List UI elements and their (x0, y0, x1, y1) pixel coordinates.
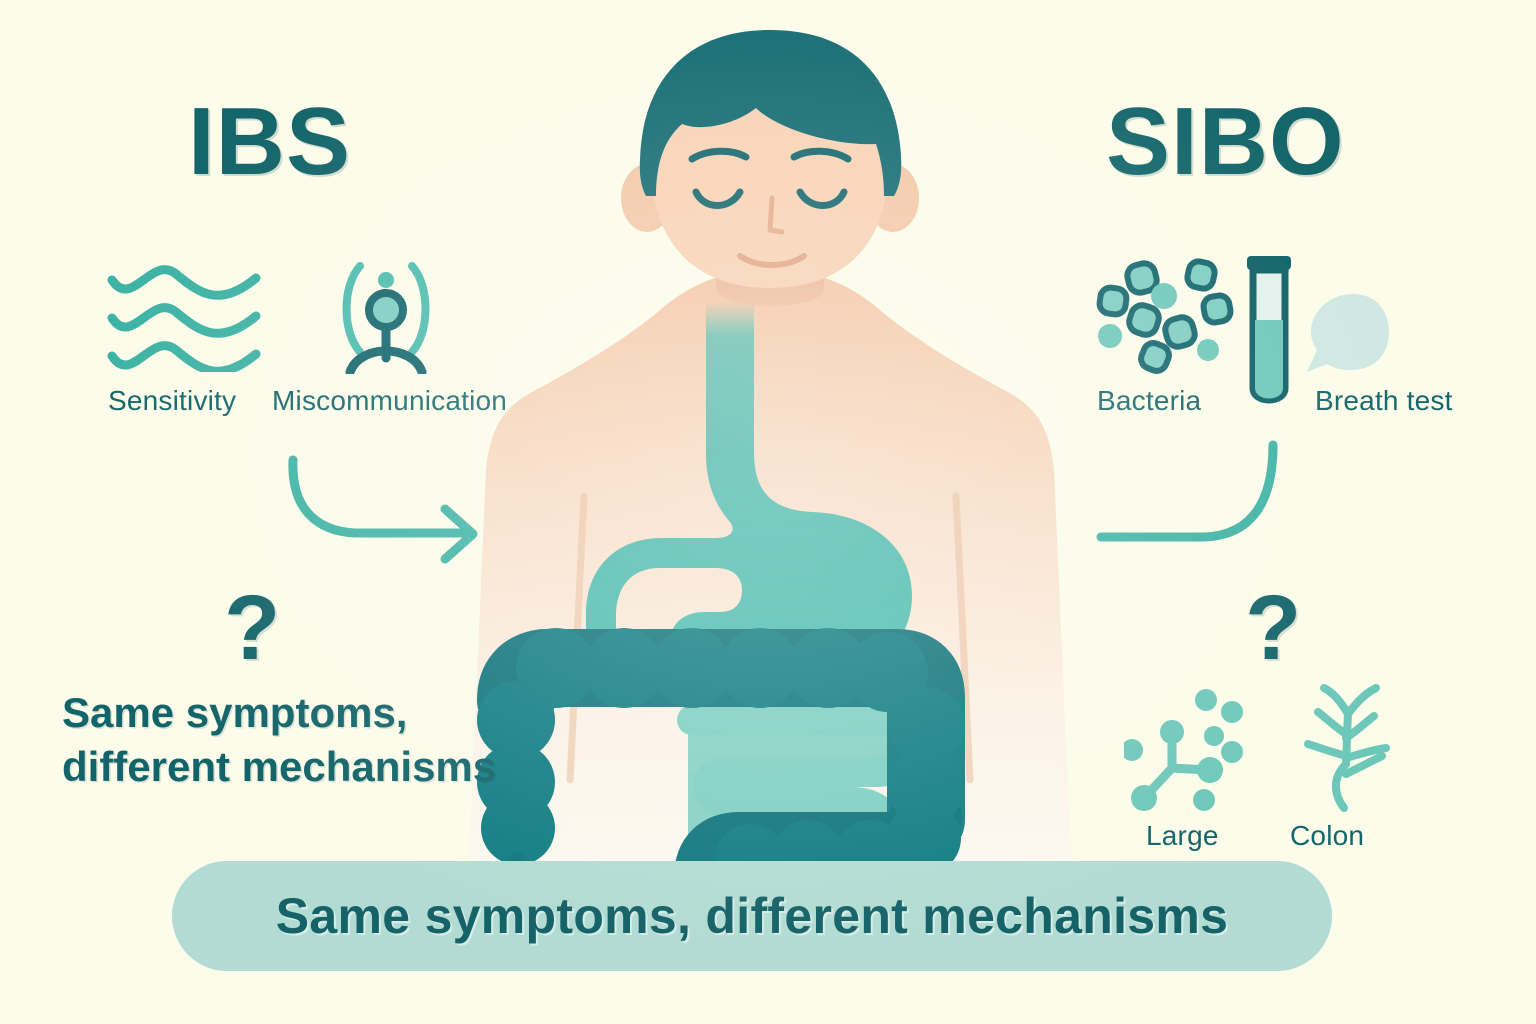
curved-arrow-right (288, 455, 478, 564)
smile (737, 253, 807, 268)
eyebrow-left (688, 147, 750, 163)
panel-title-ibs: IBS (188, 88, 352, 195)
panel-title-sibo: SIBO (1106, 88, 1345, 195)
icon-label-breath-test: Breath test (1315, 385, 1453, 416)
bottom-banner: Same symptoms, different mechanisms (172, 861, 1332, 971)
branching-tree-icon (1304, 684, 1390, 812)
icon-label-bacteria: Bacteria (1097, 385, 1202, 416)
nose (767, 195, 785, 235)
banner-text: Same symptoms, different mechanisms (275, 888, 1229, 944)
eye-left-closed (692, 188, 744, 209)
face (639, 30, 902, 288)
icon-label-miscommunication: Miscommunication (272, 385, 508, 416)
human-torso-digestive-illustration (468, 30, 1072, 900)
bacteria-cluster-icon (1096, 258, 1234, 374)
question-mark-left: ? (224, 577, 281, 679)
stomach (586, 302, 912, 680)
eyebrow-right (790, 147, 852, 163)
waves-icon (107, 265, 261, 372)
speech-bubble-icon (1307, 294, 1389, 372)
test-tube-icon (1247, 256, 1291, 404)
question-mark-right: ? (1245, 577, 1302, 679)
caption-left-line2: different mechanisms (62, 742, 497, 790)
caption-left-line1: Same symptoms, (62, 689, 408, 736)
molecule-network-icon (1124, 689, 1243, 811)
broadcast-person-icon (342, 262, 430, 374)
eye-right-closed (796, 188, 848, 209)
icon-label-large: Large (1146, 820, 1219, 851)
hair (639, 30, 902, 196)
caption-left: Same symptoms, different mechanisms (62, 686, 522, 794)
curved-line-left (1096, 440, 1278, 542)
icon-label-colon: Colon (1290, 820, 1365, 851)
icon-label-sensitivity: Sensitivity (108, 385, 237, 416)
